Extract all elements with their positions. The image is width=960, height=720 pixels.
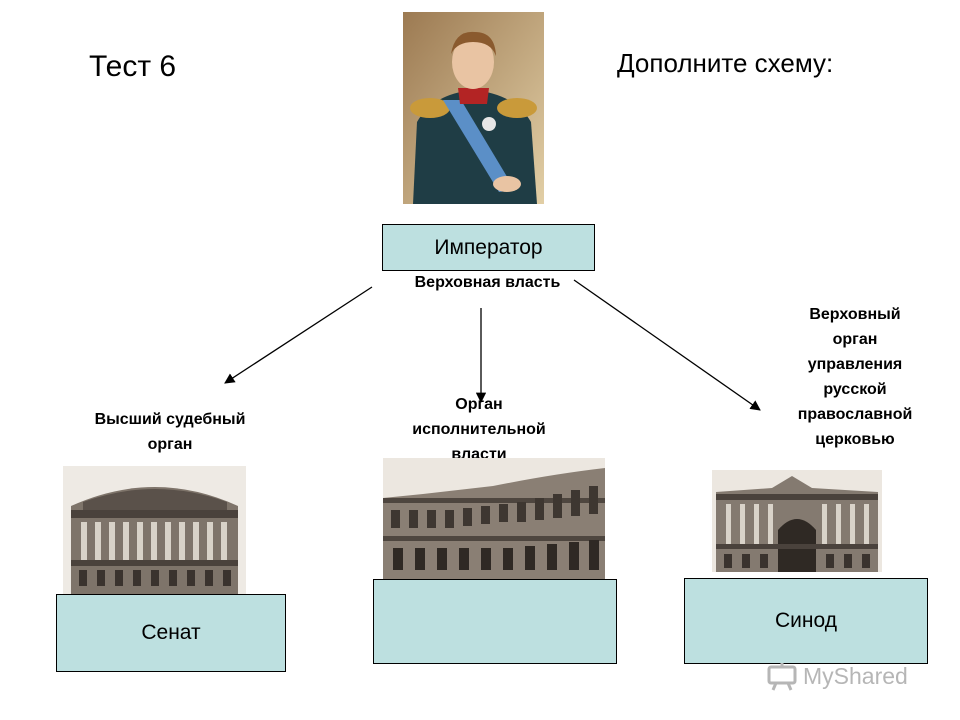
senate-box: Сенат — [56, 594, 286, 672]
executive-caption: Орган исполнительной власти — [412, 396, 546, 460]
executive-building-image — [383, 458, 605, 579]
emperor-label: Император — [434, 235, 543, 259]
senate-building-image — [63, 466, 246, 594]
synod-caption: Верховный орган управления русской право… — [797, 306, 913, 448]
arrow-to-synod — [573, 279, 761, 411]
senate-caption: Высший судебный орган — [94, 411, 246, 453]
synod-label: Синод — [775, 609, 837, 632]
supreme-power-caption: Верховная власть — [414, 274, 561, 291]
synod-box: Синод — [684, 578, 928, 664]
executive-box-blank — [373, 579, 617, 664]
presentation-board-icon — [767, 663, 797, 691]
synod-building-image — [712, 470, 882, 572]
senate-label: Сенат — [141, 621, 201, 644]
watermark-text: MyShared — [803, 662, 908, 689]
test-title: Тест 6 — [89, 50, 177, 83]
watermark: MyShared — [767, 660, 908, 692]
task-instruction: Дополните схему: — [617, 48, 834, 78]
emperor-box: Император — [382, 224, 595, 271]
emperor-portrait — [403, 12, 544, 204]
arrow-to-senate — [224, 286, 373, 384]
